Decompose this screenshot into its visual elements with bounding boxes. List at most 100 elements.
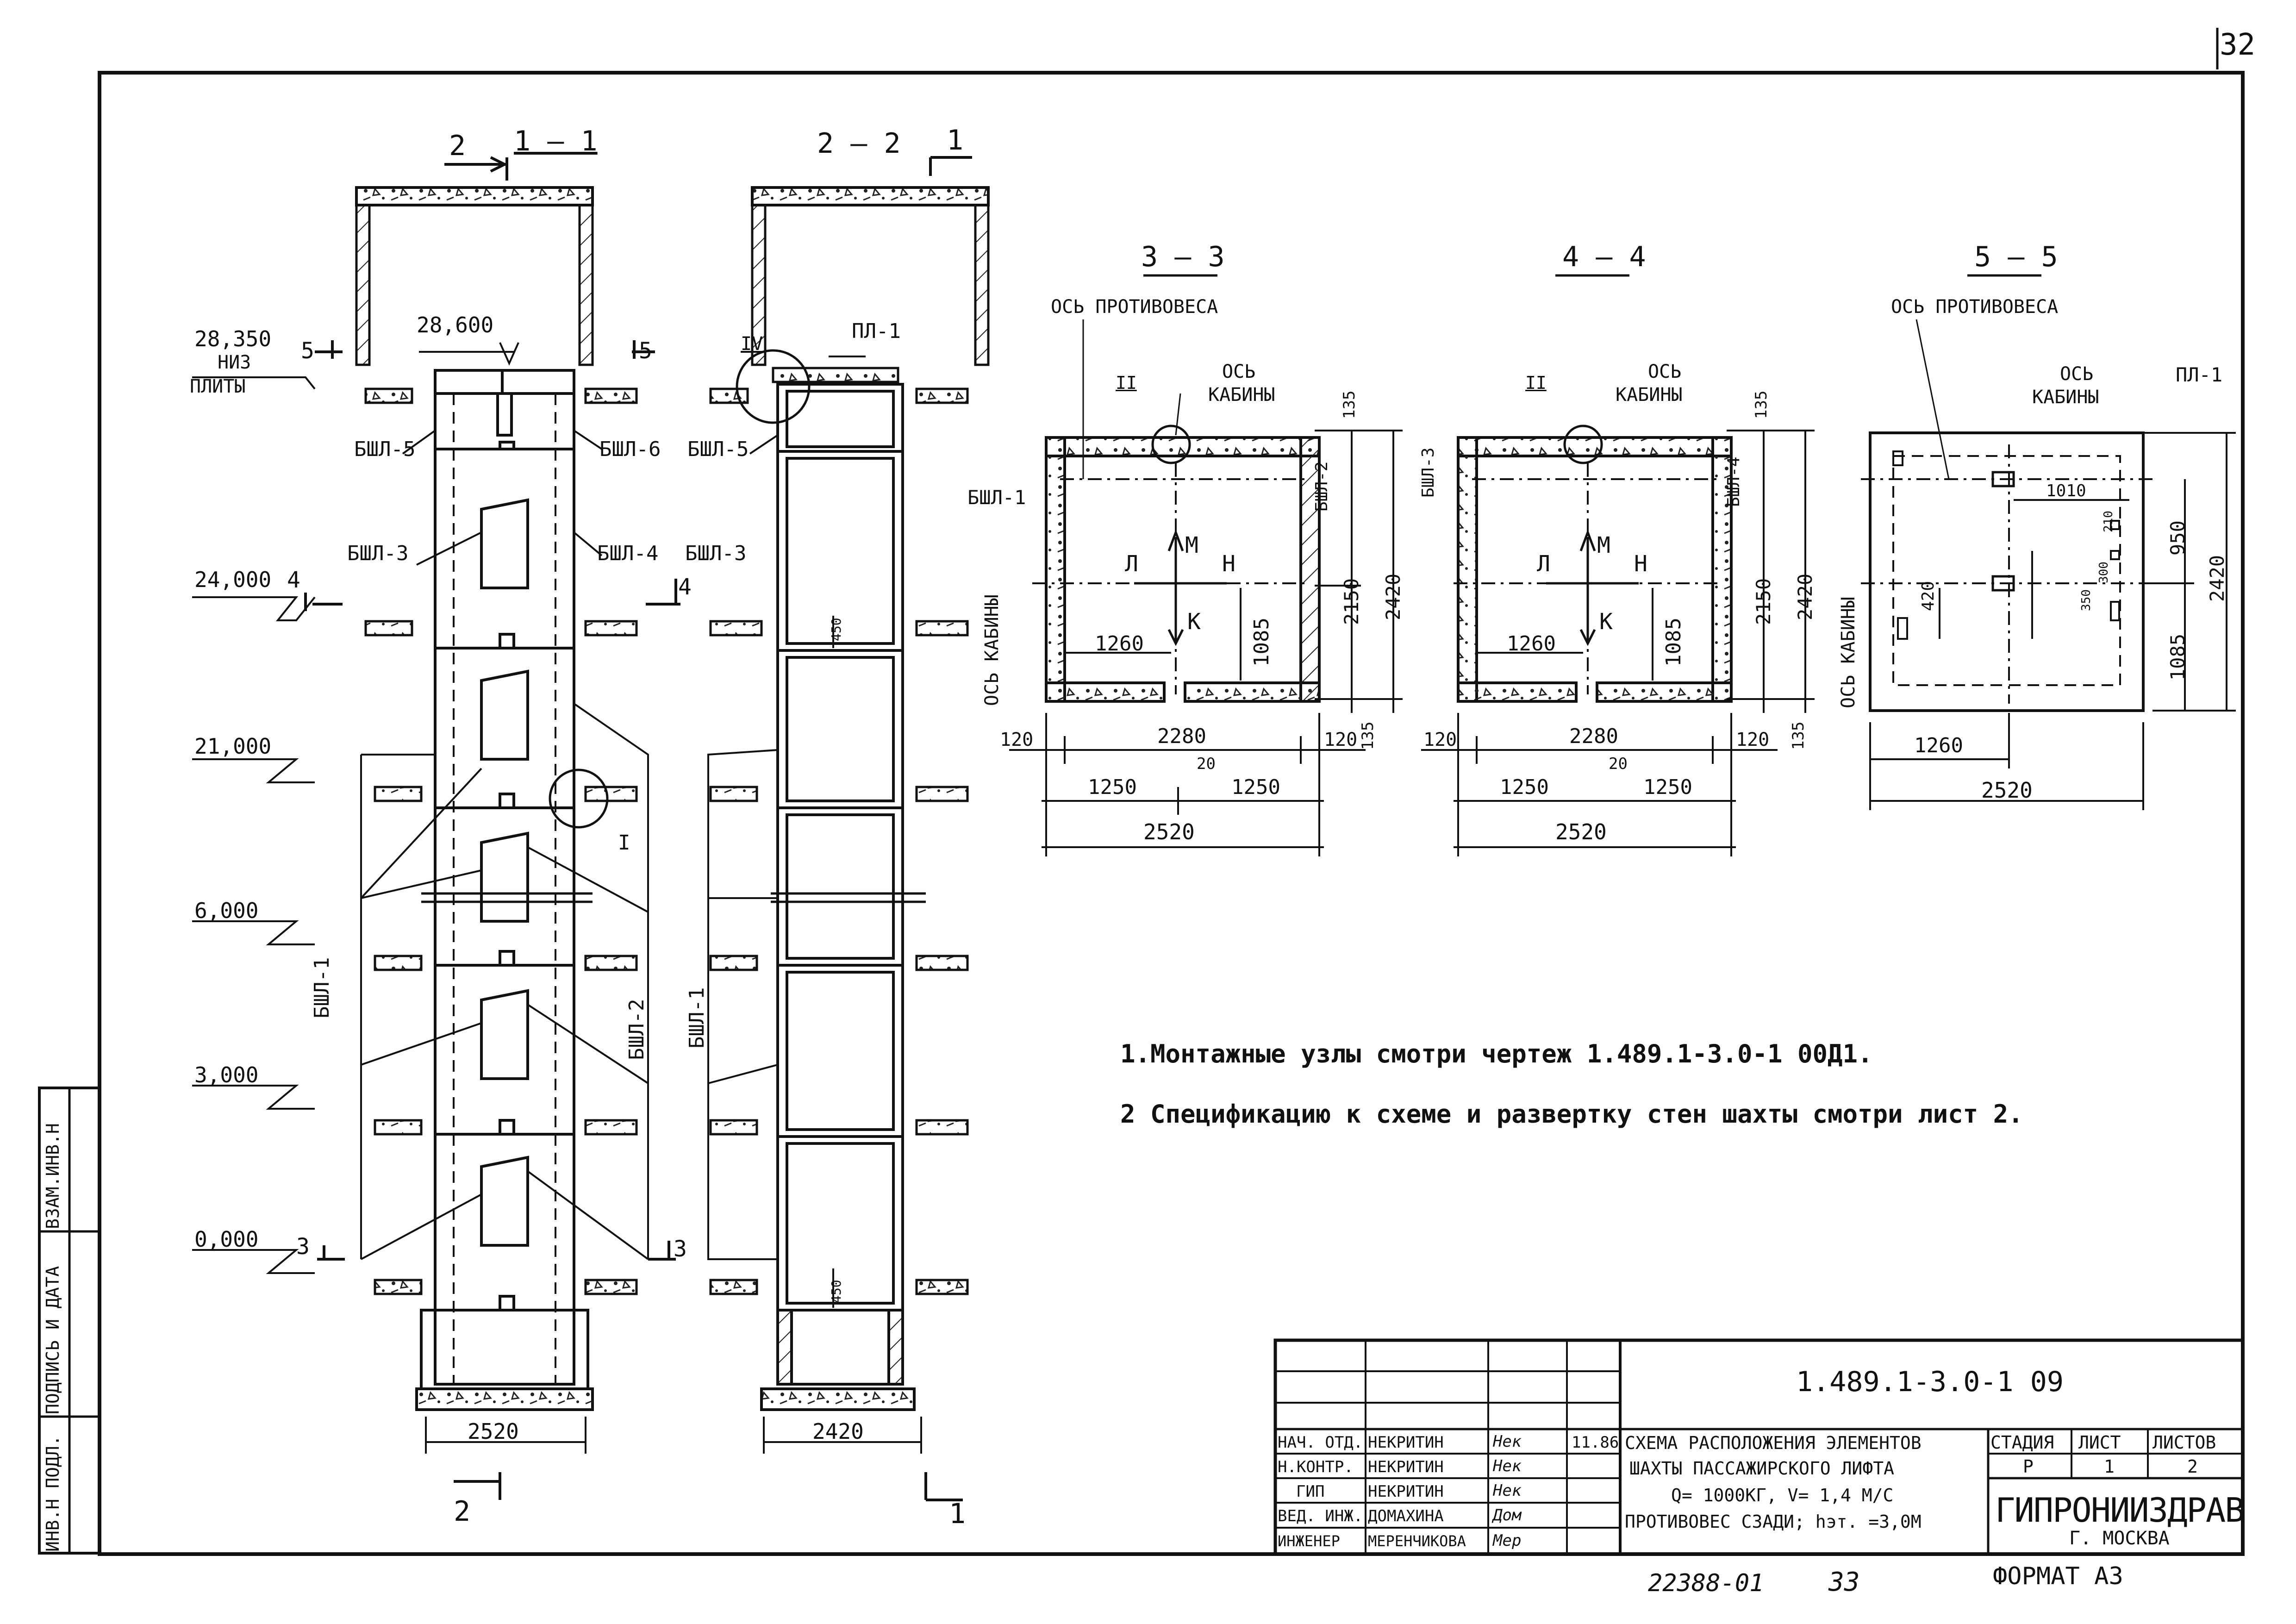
dim-135-bottom-4-4: 135 [1789, 721, 1808, 750]
sheets-header: ЛИСТОВ [2152, 1432, 2216, 1453]
label-kabiny-3-3: КАБИНЫ [1208, 384, 1275, 406]
node-iv-circle [736, 349, 811, 424]
level-niz: НИЗ [218, 352, 251, 373]
plan-4-4 [1421, 274, 1815, 856]
node-i-circle [549, 768, 609, 829]
stamp-podpis-data: ПОДПИСЬ И ДАТА [43, 1266, 63, 1414]
dim-2420-section-2-2: 2420 [812, 1419, 864, 1444]
dim-120-right-3-3: 120 [1324, 729, 1358, 750]
level-28600: 28,600 [417, 312, 494, 337]
dim-1250-left-3-3: 1250 [1088, 775, 1137, 799]
side-stamp [38, 1087, 101, 1555]
label-node-iv: IV [741, 333, 763, 355]
label-bshl-4-1-1: БШЛ-4 [597, 542, 659, 565]
plan-5-5 [1861, 274, 2236, 810]
label-bshl-5-2-2: БШЛ-5 [687, 437, 749, 461]
dim-2420-3-3: 2420 [1382, 573, 1404, 620]
level-plity: ПЛИТЫ [190, 376, 246, 397]
person-sign-4: Дом [1493, 1506, 1522, 1524]
section-title-2-2: 2 – 2 [817, 127, 901, 160]
label-M-4-4: М [1597, 532, 1610, 558]
label-bshl-1-2-2: БШЛ-1 [685, 987, 709, 1049]
person-role-4: ВЕД. ИНЖ. [1278, 1507, 1363, 1525]
doc-code: 1.489.1-3.0-1 09 [1796, 1366, 2064, 1398]
label-os-3-3: ОСЬ [1222, 361, 1256, 382]
cut-arrows [304, 156, 680, 1500]
level-28350: 28,350 [194, 326, 272, 351]
dim-2150-4-4: 2150 [1752, 578, 1775, 625]
label-kabiny-5-5: КАБИНЫ [2032, 387, 2099, 408]
dim-420-5-5: 420 [1919, 581, 1938, 611]
label-node-ii-4-4: II [1525, 373, 1547, 393]
label-pl-1-5-5: ПЛ-1 [2176, 363, 2223, 386]
title-line-4: ПРОТИВОВЕС СЗАДИ; hэт. =3,0М [1625, 1512, 1922, 1532]
dim-950-5-5: 950 [2166, 520, 2189, 556]
label-M-3-3: М [1185, 532, 1198, 558]
label-os-5-5: ОСЬ [2060, 363, 2094, 385]
org-name: ГИПРОНИИЗДРАВ [1995, 1491, 2245, 1530]
dim-135-bottom-3-3: 135 [1359, 721, 1377, 750]
dim-1250-left-4-4: 1250 [1500, 775, 1549, 799]
label-bshl-6: БШЛ-6 [599, 437, 661, 461]
label-bshl-1-1-1: БШЛ-1 [310, 957, 334, 1018]
label-K-4-4: К [1599, 609, 1613, 635]
label-bshl-3-2-2: БШЛ-3 [685, 542, 747, 565]
dim-1085-5-5: 1085 [2166, 633, 2189, 681]
label-H-4-4: Н [1634, 551, 1647, 577]
shaft-column-1-1 [434, 369, 575, 1386]
cut-mark-1-bottom: 1 [949, 1498, 966, 1530]
title-line-3: Q= 1000КГ, V= 1,4 М/С [1671, 1485, 1894, 1505]
note-2: 2 Спецификацию к схеме и развертку стен … [1120, 1099, 2023, 1129]
person-name-1: НЕКРИТИН [1368, 1433, 1444, 1452]
floor-slab-stubs [364, 387, 638, 1295]
dim-2520-5-5: 2520 [1981, 778, 2033, 803]
dim-1010-5-5: 1010 [2046, 481, 2086, 500]
stage-value: Р [2023, 1456, 2034, 1477]
dim-2150-3-3: 2150 [1340, 578, 1363, 625]
label-counterweight-axis-3-3: ОСЬ ПРОТИВОВЕСА [1051, 296, 1218, 318]
title-block-grid [1273, 1338, 2245, 1556]
archive-number: 22388-01 [1648, 1569, 1764, 1597]
dim-2520-section-1-1: 2520 [468, 1419, 519, 1444]
machine-room-slab [355, 186, 594, 206]
node-ii-circle-3-3 [1151, 425, 1191, 464]
stage-header: СТАДИЯ [1990, 1432, 2054, 1453]
dim-1260-4-4: 1260 [1507, 632, 1556, 656]
cut-mark-5-right: 5 [639, 338, 652, 364]
person-name-4: ДОМАХИНА [1368, 1507, 1444, 1525]
section-title-4-4: 4 – 4 [1562, 241, 1646, 273]
section-2-2 [707, 156, 990, 1501]
person-role-3: ГИП [1296, 1482, 1325, 1501]
dim-2420-4-4: 2420 [1794, 573, 1816, 620]
level-21000: 21,000 [194, 734, 272, 759]
cut-mark-5-left: 5 [301, 338, 314, 364]
dim-2420-5-5: 2420 [2206, 555, 2228, 602]
section-1-1 [192, 156, 680, 1500]
person-sign-2: Нек [1493, 1457, 1522, 1475]
dim-2520-4-4: 2520 [1555, 819, 1607, 844]
dim-1085-4-4: 1085 [1662, 618, 1685, 667]
dim-20-4-4: 20 [1609, 755, 1628, 773]
person-role-1: НАЧ. ОТД. [1278, 1433, 1363, 1452]
pit-slab [415, 1387, 594, 1411]
sheet-frame [98, 71, 2245, 1556]
label-bshl-3-4-4: БШЛ-3 [1419, 447, 1438, 498]
label-node-i: I [618, 831, 630, 855]
label-node-ii-3-3: II [1116, 373, 1137, 393]
section-title-1-1: 1 – 1 [514, 125, 598, 157]
title-line-1: СХЕМА РАСПОЛОЖЕНИЯ ЭЛЕМЕНТОВ [1625, 1433, 1922, 1453]
dim-300-5-5: 300 [2097, 562, 2111, 583]
sign-date: 11.86 [1572, 1433, 1619, 1452]
dim-210-5-5: 210 [2102, 511, 2115, 532]
sheet-value: 1 [2104, 1456, 2115, 1477]
dim-450-upper: 450 [829, 618, 844, 641]
dim-20-3-3: 20 [1197, 755, 1216, 773]
dim-120-right-4-4: 120 [1736, 729, 1770, 750]
dim-350-5-5: 350 [2079, 589, 2093, 611]
label-H-3-3: Н [1222, 551, 1235, 577]
dim-2280-4-4: 2280 [1569, 725, 1618, 748]
label-bshl-5-1-1: БШЛ-5 [354, 437, 416, 461]
stamp-inv-podl: ИНВ.Н ПОДЛ. [43, 1435, 63, 1552]
sheet-corner-number: 32 [2220, 28, 2256, 62]
